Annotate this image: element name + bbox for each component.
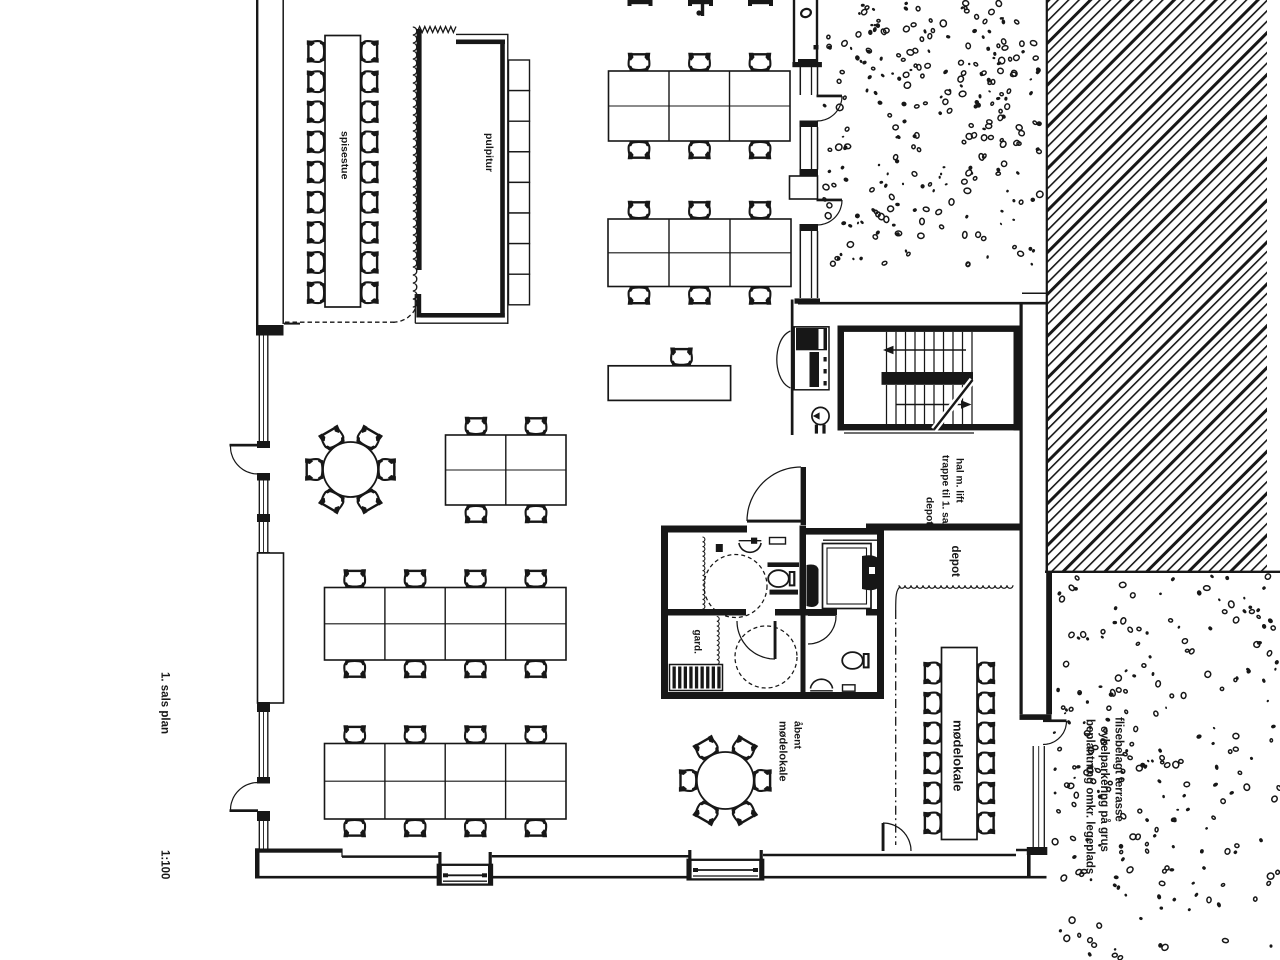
svg-text:1:100: 1:100 <box>159 850 171 879</box>
svg-text:flisebelagt terrasse: flisebelagt terrasse <box>1113 717 1125 822</box>
svg-text:gard.: gard. <box>692 630 703 655</box>
svg-text:depot: depot <box>924 497 935 525</box>
svg-text:spisestue: spisestue <box>339 131 351 180</box>
svg-text:mødelokale: mødelokale <box>951 720 966 792</box>
svg-text:1. sals plan: 1. sals plan <box>159 672 171 734</box>
svg-text:trappe til 1. sal: trappe til 1. sal <box>940 455 951 527</box>
svg-text:mødelokale: mødelokale <box>777 721 789 782</box>
svg-text:cykelparkering på grus: cykelparkering på grus <box>1098 726 1110 852</box>
svg-text:beplantning omkr. legeplads: beplantning omkr. legeplads <box>1084 719 1096 874</box>
svg-text:pulpitur: pulpitur <box>483 133 495 172</box>
svg-text:åbent: åbent <box>792 721 804 750</box>
svg-text:depot: depot <box>949 546 961 577</box>
svg-text:hal m. lift: hal m. lift <box>954 458 965 503</box>
